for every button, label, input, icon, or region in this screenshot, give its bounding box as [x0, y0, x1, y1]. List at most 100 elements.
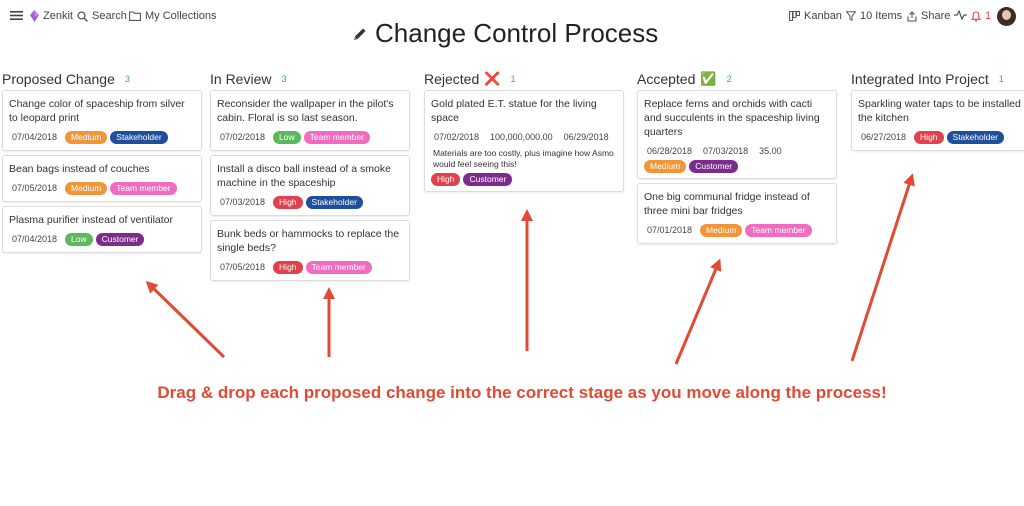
kanban-card[interactable]: Gold plated E.T. statue for the living s… — [424, 90, 624, 192]
column-count: 1 — [998, 74, 1004, 84]
tag-badge: Customer — [95, 232, 145, 246]
kanban-card[interactable]: Replace ferns and orchids with cacti and… — [637, 90, 837, 179]
card-title: Reconsider the wallpaper in the pilot's … — [217, 98, 394, 124]
tag-badge: High — [431, 173, 461, 186]
share-icon — [907, 10, 917, 22]
column-count: 1 — [510, 74, 516, 84]
card-title: Bean bags instead of couches — [9, 163, 150, 175]
card-field-value: 07/03/2018 — [220, 197, 266, 207]
view-switcher[interactable]: Kanban — [789, 10, 842, 22]
top-bar: Zenkit Search My Collections Kanban 10 I… — [0, 0, 1024, 34]
page-title: Change Control Process — [352, 18, 658, 49]
card-field-value: 07/04/2018 — [12, 234, 58, 244]
column-title: In Review — [210, 71, 272, 87]
kanban-card[interactable]: Change color of spaceship from silver to… — [2, 90, 202, 151]
bell-icon — [971, 10, 981, 22]
column-header[interactable]: Integrated Into Project 1 — [851, 68, 1024, 90]
view-label: Kanban — [804, 10, 842, 22]
user-avatar[interactable] — [997, 7, 1016, 26]
tag-badge: Low — [65, 232, 93, 246]
card-title: Change color of spaceship from silver to… — [9, 98, 185, 124]
column-header[interactable]: Accepted✅2 — [637, 68, 837, 90]
column-title: Integrated Into Project — [851, 71, 989, 87]
card-field-value: 07/01/2018 — [647, 225, 693, 235]
kanban-card[interactable]: Install a disco ball instead of a smoke … — [210, 155, 410, 216]
folder-icon — [129, 11, 141, 21]
card-title: Install a disco ball instead of a smoke … — [217, 163, 391, 189]
notifications-button[interactable]: 1 — [971, 10, 991, 22]
column-status-icon: ✅ — [700, 71, 717, 86]
card-field-value: 100,000,000.00 — [490, 132, 553, 142]
search-label: Search — [92, 10, 127, 22]
card-field-value: 07/05/2018 — [12, 183, 58, 193]
card-meta: 07/02/2018 100,000,000.00 06/29/2018 — [431, 129, 617, 145]
column-count: 3 — [124, 74, 130, 84]
card-field-value: 07/03/2018 — [703, 146, 749, 156]
card-title: Bunk beds or hammocks to replace the sin… — [217, 228, 400, 254]
tag-badge: Team member — [305, 260, 372, 274]
app-name: Zenkit — [43, 10, 73, 22]
arrow-icon — [674, 258, 722, 365]
tag-badge: Medium — [700, 223, 743, 237]
card-title: Replace ferns and orchids with cacti and… — [644, 98, 820, 138]
search-icon — [77, 10, 88, 22]
card-field-value: 07/02/2018 — [434, 132, 480, 142]
tag-badge: Team member — [303, 130, 370, 144]
kanban-card[interactable]: One big communal fridge instead of three… — [637, 183, 837, 244]
zenkit-logo-icon — [30, 10, 39, 22]
column-title: Accepted — [637, 71, 696, 87]
notification-count: 1 — [985, 10, 992, 22]
tag-badge: Team member — [745, 223, 812, 237]
card-field-value: 06/28/2018 — [647, 146, 693, 156]
card-title: One big communal fridge instead of three… — [644, 191, 810, 217]
menu-button[interactable] — [10, 10, 27, 21]
tag-badge: Low — [273, 130, 301, 144]
column-header[interactable]: Rejected❌1 — [424, 68, 624, 90]
page-title-text: Change Control Process — [375, 18, 659, 48]
zenkit-logo-link[interactable]: Zenkit — [30, 10, 73, 22]
my-collections-link[interactable]: My Collections — [129, 10, 217, 22]
card-field-value: 35.00 — [759, 146, 782, 156]
tag-badge: Stakeholder — [946, 130, 1004, 144]
tag-badge: Medium — [644, 160, 687, 173]
column-header[interactable]: In Review 3 — [210, 68, 410, 90]
tag-badge: Stakeholder — [110, 130, 168, 144]
tag-badge: Stakeholder — [305, 195, 363, 209]
column-title: Proposed Change — [2, 71, 115, 87]
filter-button[interactable]: 10 Items — [846, 10, 902, 22]
share-button[interactable]: Share — [907, 10, 950, 22]
pencil-icon — [354, 28, 366, 40]
activity-button[interactable] — [954, 10, 971, 20]
search-button[interactable]: Search — [77, 10, 127, 22]
card-field-value: 06/29/2018 — [563, 132, 609, 142]
column-count: 3 — [281, 74, 287, 84]
instruction-text: Drag & drop each proposed change into th… — [157, 383, 887, 402]
kanban-card[interactable]: Bean bags instead of couches 07/05/2018 Me… — [2, 155, 202, 202]
activity-icon — [954, 10, 967, 20]
card-meta: 06/28/2018 07/03/2018 35.00 — [644, 143, 830, 159]
arrow-icon — [145, 280, 226, 359]
filter-icon — [846, 11, 856, 21]
tag-badge: Team member — [110, 181, 177, 195]
tag-badge: High — [914, 130, 944, 144]
column-title: Rejected — [424, 71, 480, 87]
column-header[interactable]: Proposed Change 3 — [2, 68, 202, 90]
tag-badge: Medium — [65, 181, 108, 195]
items-label: 10 Items — [860, 10, 903, 22]
tag-badge: Customer — [463, 173, 513, 186]
card-field-value: 07/02/2018 — [220, 132, 266, 142]
kanban-card[interactable]: Bunk beds or hammocks to replace the sin… — [210, 220, 410, 281]
kanban-card[interactable]: Reconsider the wallpaper in the pilot's … — [210, 90, 410, 151]
hamburger-menu-icon — [10, 11, 23, 20]
kanban-card[interactable]: Sparkling water taps to be installed in … — [851, 90, 1024, 151]
